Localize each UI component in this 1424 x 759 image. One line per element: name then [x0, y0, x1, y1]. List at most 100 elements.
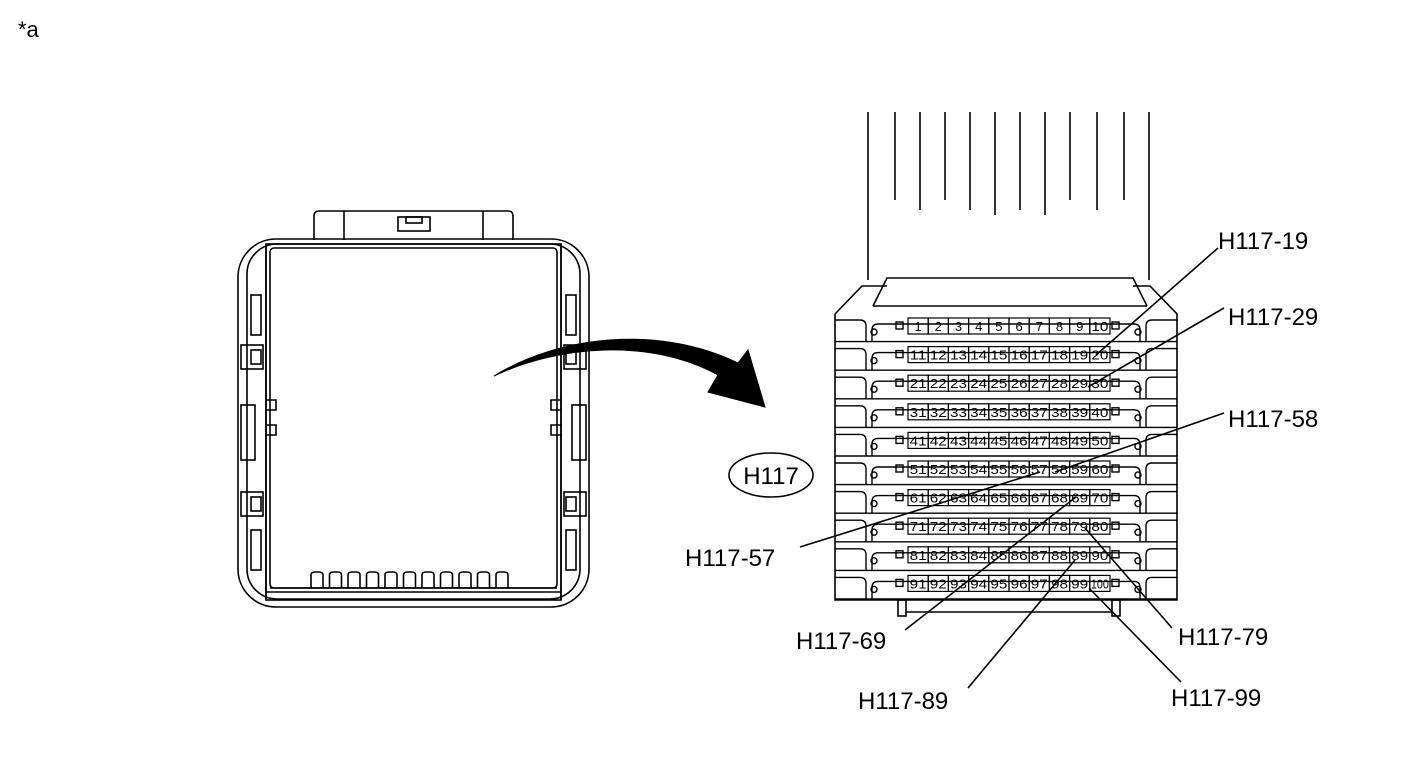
pin-number: 21: [910, 376, 927, 391]
pin-number: 20: [1091, 348, 1108, 363]
pin-number: 9: [1076, 319, 1083, 334]
pin-number: 4: [975, 319, 982, 334]
pin-number: 99: [1071, 576, 1088, 591]
pin-cell: [1089, 374, 1111, 392]
callout-h117-79: H117-79: [1178, 624, 1268, 651]
right-connector-body: [834, 112, 1178, 617]
callout-labels: H117-19 H117-29 H117-58 H117-57 H117-69 …: [685, 228, 1318, 715]
pin-number: 81: [910, 548, 927, 563]
tooth: [476, 571, 491, 588]
pin-number: 86: [1011, 548, 1028, 563]
pin-number: 83: [950, 548, 967, 563]
connector-id-ellipse: [728, 452, 814, 498]
terminal-row: [835, 490, 1177, 514]
pin-number: 71: [910, 519, 927, 534]
tooth: [495, 571, 509, 588]
pin-number: 69: [1071, 491, 1088, 506]
pin-number: 23: [950, 376, 967, 391]
pin-number: 12: [930, 348, 947, 363]
pin-number: 6: [1015, 319, 1022, 334]
terminal-row: [835, 576, 1177, 600]
tooth: [402, 571, 417, 588]
pin-cell: [1089, 489, 1111, 507]
pin-number: 29: [1071, 376, 1088, 391]
pin-number: 18: [1051, 348, 1068, 363]
pin-number: 84: [970, 548, 987, 563]
pin-number: 10: [1091, 319, 1108, 334]
pin-number: 49: [1071, 433, 1088, 448]
pin-number: 59: [1071, 462, 1088, 477]
pin-number: 47: [1031, 433, 1048, 448]
pin-number: 79: [1071, 519, 1088, 534]
terminal-rows: [835, 319, 1177, 600]
pin-number: 89: [1071, 548, 1088, 563]
pin-number: 43: [950, 433, 967, 448]
pin-number: 16: [1011, 348, 1028, 363]
pin-cell: [1089, 574, 1111, 593]
callout-h117-29: H117-29: [1228, 304, 1318, 331]
pin-number: 76: [1011, 519, 1028, 534]
pin-number: 34: [970, 405, 987, 420]
callout-h117-99: H117-99: [1171, 685, 1261, 712]
pin-number: 3: [955, 319, 962, 334]
callout-leader-lines: [799, 247, 1225, 689]
pin-number: 95: [990, 576, 1007, 591]
tooth: [384, 571, 398, 588]
pin-number: 15: [990, 348, 1007, 363]
connector-id-label: H117: [743, 463, 799, 490]
pin-number: 70: [1091, 491, 1108, 506]
terminal-row: [835, 405, 1177, 429]
pin-number: 42: [930, 433, 947, 448]
pin-number: 5: [995, 319, 1002, 334]
tooth: [310, 571, 324, 588]
pin-number: 1: [914, 319, 921, 334]
tooth: [365, 571, 380, 588]
pin-number: 82: [930, 548, 947, 563]
pin-number: 64: [970, 491, 987, 506]
pin-cell: [1089, 346, 1111, 364]
terminal-row: [835, 376, 1177, 400]
callout-h117-89: H117-89: [858, 688, 948, 715]
pin-number: 67: [1031, 491, 1048, 506]
pin-number: 54: [970, 462, 987, 477]
pin-number: 55: [990, 462, 1007, 477]
callout-h117-57: H117-57: [685, 545, 775, 572]
pin-number: 88: [1051, 548, 1068, 563]
pin-number: 98: [1051, 576, 1068, 591]
pin-number: 53: [950, 462, 967, 477]
left-connector-front-view: [237, 210, 590, 608]
pin-number: 40: [1091, 405, 1108, 420]
figure-ref-label: *a: [18, 17, 40, 42]
pin-number: 39: [1071, 405, 1088, 420]
pin-number: 30: [1091, 376, 1108, 391]
pin-number: 25: [990, 376, 1007, 391]
pin-number: 61: [910, 491, 927, 506]
pin-number: 56: [1011, 462, 1028, 477]
left-connector-teeth: [310, 571, 509, 588]
pin-number: 78: [1051, 519, 1068, 534]
pin-number: 36: [1011, 405, 1028, 420]
pin-number: 60: [1091, 462, 1108, 477]
pin-number: 48: [1051, 433, 1068, 448]
pin-number: 52: [930, 462, 947, 477]
pin-number: 26: [1011, 376, 1028, 391]
pin-number: 31: [910, 405, 927, 420]
pin-number: 93: [950, 576, 967, 591]
tooth: [421, 571, 435, 588]
pin-number: 66: [1011, 491, 1028, 506]
tooth: [458, 571, 472, 588]
pin-number: 41: [910, 433, 927, 448]
pin-number: 33: [950, 405, 967, 420]
pin-number: 87: [1031, 548, 1048, 563]
pin-number: 2: [935, 319, 942, 334]
pin-number: 45: [990, 433, 1007, 448]
pin-number: 68: [1051, 491, 1068, 506]
pin-number: 38: [1051, 405, 1068, 420]
pin-number: 85: [990, 548, 1007, 563]
pin-cell: [1089, 431, 1111, 449]
pin-number: 7: [1036, 319, 1043, 334]
pin-number: 17: [1031, 348, 1048, 363]
pin-number: 44: [970, 433, 987, 448]
